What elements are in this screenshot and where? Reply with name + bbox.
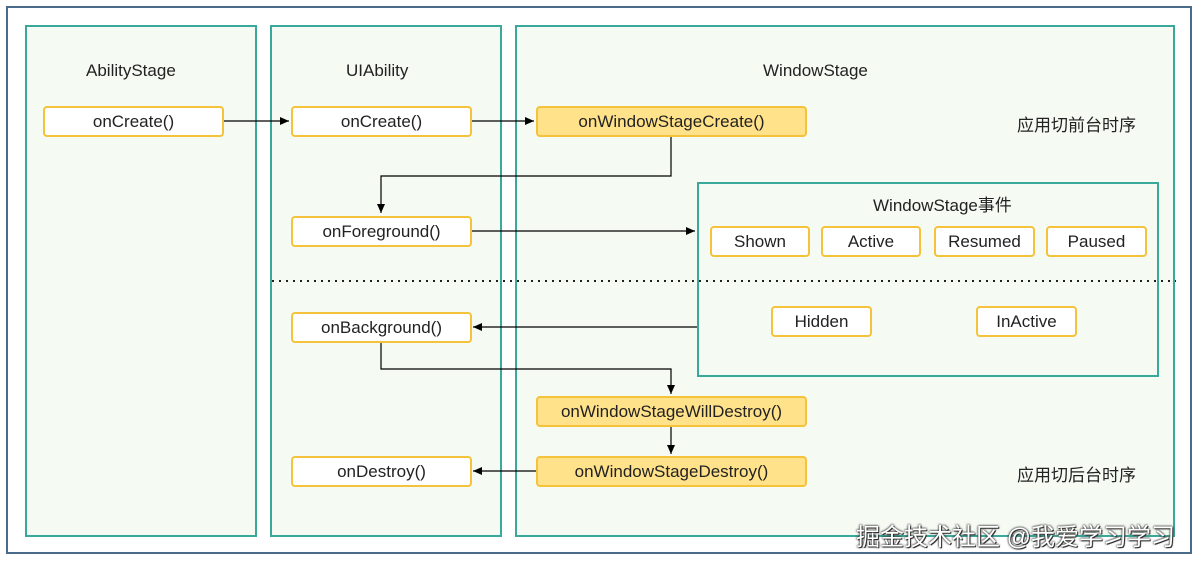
lane-title-window-stage: WindowStage (763, 61, 868, 80)
event-hidden: Hidden (771, 306, 872, 337)
node-on-window-stage-create: onWindowStageCreate() (536, 106, 807, 137)
node-on-destroy: onDestroy() (291, 456, 472, 487)
event-active: Active (821, 226, 921, 257)
window-stage-events-box (697, 182, 1159, 377)
node-on-window-stage-will-destroy: onWindowStageWillDestroy() (536, 396, 807, 427)
arrow-window-create-to-foreground (377, 136, 672, 213)
arrow-background-to-will-destroy (380, 342, 675, 394)
node-on-foreground: onForeground() (291, 216, 472, 247)
note-background-sequence: 应用切后台时序 (1017, 466, 1136, 485)
events-box-title: WindowStage事件 (873, 196, 1012, 215)
node-on-window-stage-destroy: onWindowStageDestroy() (536, 456, 807, 487)
lane-title-ability-stage: AbilityStage (86, 61, 176, 80)
event-shown: Shown (710, 226, 810, 257)
node-ui-on-create: onCreate() (291, 106, 472, 137)
watermark: 掘金技术社区 @我爱学习学习 (856, 524, 1176, 551)
node-on-background: onBackground() (291, 312, 472, 343)
node-ability-stage-on-create: onCreate() (43, 106, 224, 137)
note-foreground-sequence: 应用切前台时序 (1017, 116, 1136, 135)
lane-title-ui-ability: UIAbility (346, 61, 409, 80)
event-resumed: Resumed (934, 226, 1035, 257)
event-paused: Paused (1046, 226, 1147, 257)
event-inactive: InActive (976, 306, 1077, 337)
